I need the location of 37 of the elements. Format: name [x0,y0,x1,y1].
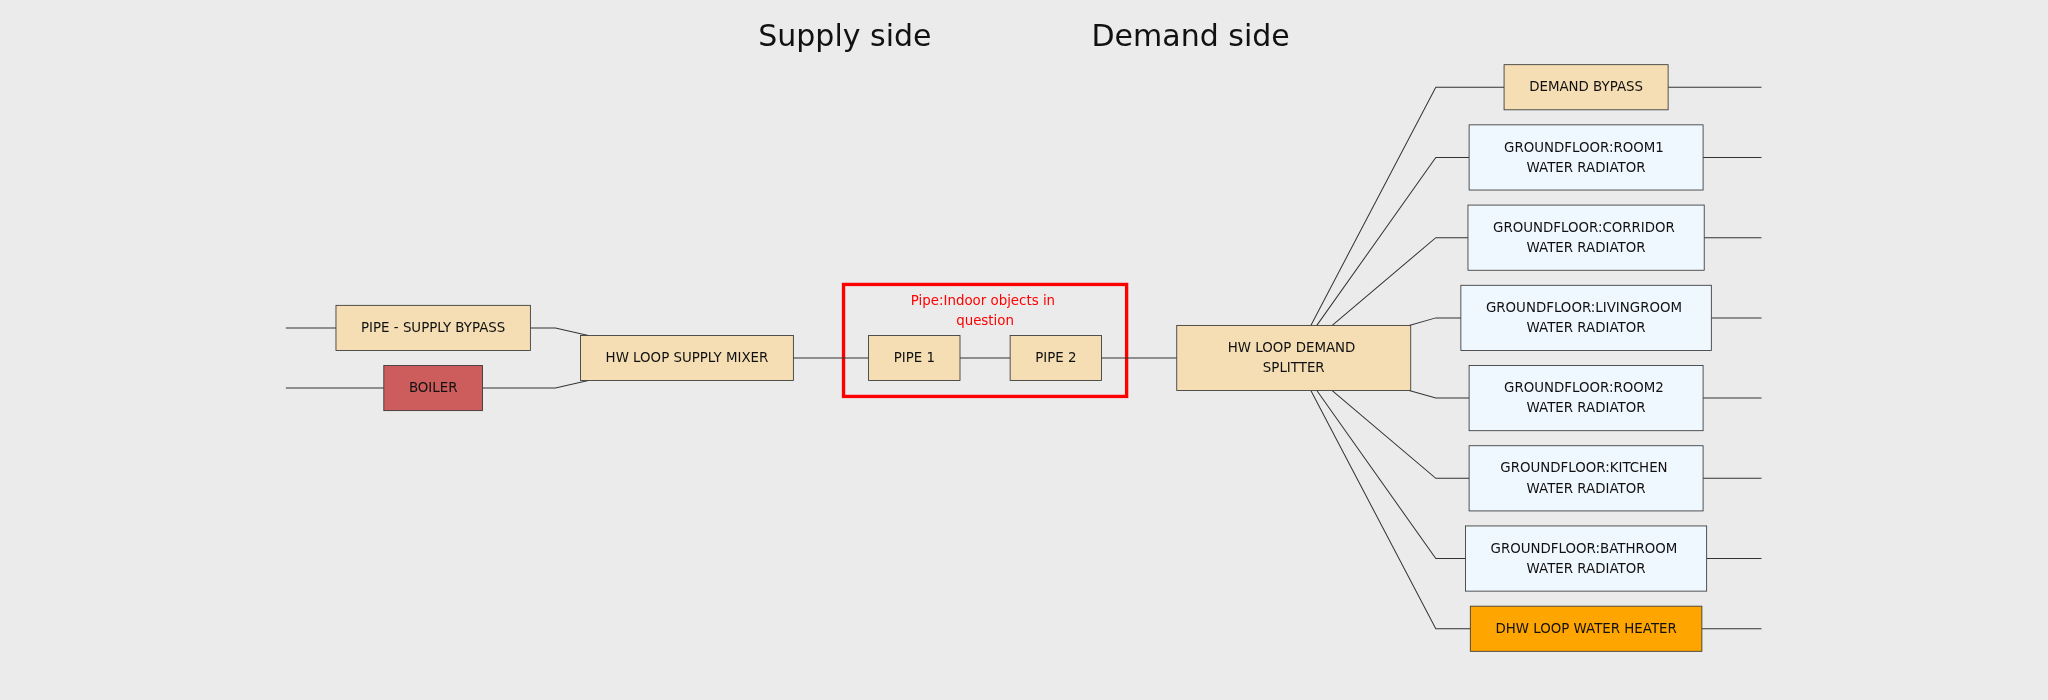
connector [285,327,337,329]
connector [1702,397,1763,399]
node-box: HW LOOP SUPPLY MIXER [580,335,795,381]
node-box: PIPE - SUPPLY BYPASS [335,304,532,351]
connector [1701,628,1763,630]
node-box: GROUNDFLOOR:BATHROOM WATER RADIATOR [1465,525,1708,592]
node-box: DEMAND BYPASS [1504,64,1669,111]
node-box: GROUNDFLOOR:ROOM2 WATER RADIATOR [1469,365,1704,432]
connector [959,357,1011,359]
connector [1704,237,1763,239]
node-box: DHW LOOP WATER HEATER [1470,605,1703,652]
node-box: PIPE 1 [868,335,961,381]
node-box: GROUNDFLOOR:LIVINGROOM WATER RADIATOR [1460,284,1713,351]
connector [1706,558,1763,560]
side-heading: Demand side [1091,18,1290,53]
connector [1702,477,1763,479]
connector [1702,156,1763,158]
node-box: HW LOOP DEMAND SPLITTER [1176,324,1412,391]
side-heading: Supply side [758,18,932,53]
connector [793,357,870,359]
node-box: GROUNDFLOOR:KITCHEN WATER RADIATOR [1469,445,1704,512]
node-box: BOILER [383,365,484,412]
connector [285,387,385,389]
connector [1316,156,1470,326]
connector [1332,390,1470,479]
connector [1332,237,1469,326]
connector [1310,390,1472,630]
connector [1667,86,1763,88]
node-box: GROUNDFLOOR:ROOM1 WATER RADIATOR [1469,124,1704,191]
connector [1409,317,1462,326]
node-box: PIPE 2 [1010,335,1103,381]
connector [1316,390,1467,560]
connector [1711,317,1763,319]
node-box: GROUNDFLOOR:CORRIDOR WATER RADIATOR [1467,204,1705,271]
connector [1409,390,1470,399]
connector [1101,357,1178,359]
connector [1310,86,1505,326]
